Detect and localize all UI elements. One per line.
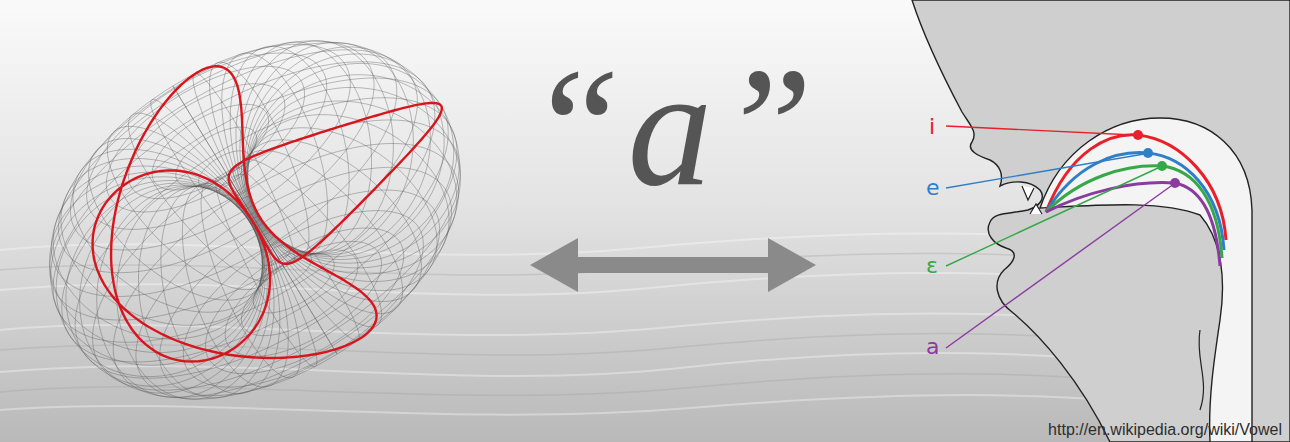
- wire-line: [183, 211, 423, 387]
- big-letter: “a”: [527, 42, 819, 212]
- head-profile: [912, 0, 1290, 442]
- wire-line: [51, 177, 263, 365]
- wire-line: [75, 98, 457, 379]
- vowel-label: ɛ: [926, 255, 938, 277]
- wire-line: [129, 84, 285, 199]
- wire-line: [93, 120, 461, 390]
- torus-knot: [93, 66, 442, 361]
- leader-lines: [946, 126, 1171, 348]
- wire-line: [50, 50, 418, 320]
- wire-line: [50, 172, 263, 353]
- wire-line: [62, 78, 448, 362]
- wire-line: [136, 167, 452, 399]
- wire-line: [97, 186, 268, 398]
- source-url: http://en.wikipedia.org/wiki/Vowel: [1048, 422, 1282, 438]
- wire-line: [106, 66, 304, 212]
- wire-line: [243, 42, 413, 254]
- wire-line: [152, 104, 269, 190]
- vowel-label: a: [926, 336, 939, 358]
- wire-line: [53, 62, 435, 343]
- wire-line: [70, 44, 350, 250]
- wire-line: [113, 144, 458, 398]
- vowel-label: i: [929, 116, 935, 138]
- vowel-label: e: [926, 177, 940, 199]
